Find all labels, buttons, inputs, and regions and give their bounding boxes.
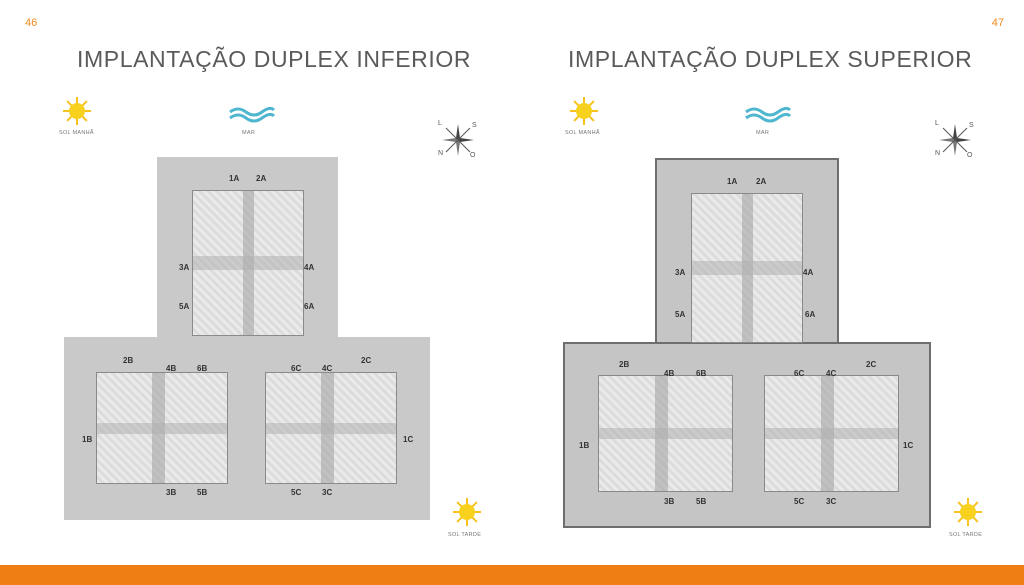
unit-label: 5C — [794, 497, 805, 506]
right-page: 47 IMPLANTAÇÃO DUPLEX SUPERIOR SOL MANHÃ… — [512, 0, 1024, 565]
unit-label: 2B — [123, 356, 134, 365]
compass-l: L — [935, 120, 939, 127]
unit-label: 1A — [727, 177, 738, 186]
unit-label: 4B — [166, 364, 177, 373]
unit-label: 6A — [805, 310, 816, 319]
unit-label: 6B — [197, 364, 208, 373]
unit-label: 4A — [304, 263, 315, 272]
unit-label: 3C — [322, 488, 333, 497]
sun-afternoon-label: SOL TARDE — [448, 532, 482, 538]
compass-s: S — [969, 122, 974, 129]
sun-icon — [62, 96, 92, 126]
sun-icon — [953, 497, 983, 527]
compass-o: O — [967, 152, 973, 159]
unit-label: 2B — [619, 360, 630, 369]
sea-label: MAR — [242, 130, 256, 136]
unit-label: 5C — [291, 488, 302, 497]
unit-label: 2A — [756, 177, 767, 186]
unit-label: 1A — [229, 174, 240, 183]
unit-label: 1C — [403, 435, 414, 444]
compass-n: N — [438, 150, 444, 157]
left-page: 46 IMPLANTAÇÃO DUPLEX INFERIOR SOL MANHÃ… — [0, 0, 512, 565]
page-title: IMPLANTAÇÃO DUPLEX INFERIOR — [77, 46, 472, 72]
unit-label: 4C — [826, 369, 837, 378]
unit-label: 6B — [696, 369, 707, 378]
sun-icon — [569, 96, 599, 126]
compass-rose-icon: L S N O — [933, 118, 977, 162]
footer-accent-bar — [0, 565, 1024, 585]
unit-label: 1C — [903, 441, 914, 450]
compass-l: L — [438, 120, 442, 127]
unit-label: 4B — [664, 369, 675, 378]
page-number: 46 — [25, 17, 38, 29]
unit-label: 5B — [696, 497, 707, 506]
unit-label: 3C — [826, 497, 837, 506]
unit-label: 2C — [866, 360, 877, 369]
floor-plan-tower-c — [265, 372, 397, 484]
unit-label: 2A — [256, 174, 267, 183]
floor-plan-tower-b — [96, 372, 228, 484]
sea-waves-icon — [745, 106, 792, 123]
floor-plan-tower-c — [764, 375, 899, 492]
unit-label: 2C — [361, 356, 372, 365]
unit-label: 1B — [82, 435, 93, 444]
compass-n: N — [935, 150, 941, 157]
unit-label: 6C — [794, 369, 805, 378]
unit-label: 3B — [664, 497, 675, 506]
unit-label: 3A — [675, 268, 686, 277]
floor-plan-tower-b — [598, 375, 733, 492]
sun-afternoon-label: SOL TARDE — [949, 532, 983, 538]
unit-label: 3B — [166, 488, 177, 497]
unit-label: 4C — [322, 364, 333, 373]
unit-label: 5A — [179, 302, 190, 311]
sea-waves-icon — [229, 106, 276, 123]
unit-label: 4A — [803, 268, 814, 277]
unit-label: 5B — [197, 488, 208, 497]
sea-label: MAR — [756, 130, 770, 136]
compass-s: S — [472, 122, 477, 129]
page-number: 47 — [991, 17, 1004, 29]
floor-plan-tower-a — [691, 193, 803, 343]
page-title: IMPLANTAÇÃO DUPLEX SUPERIOR — [568, 46, 973, 72]
unit-label: 5A — [675, 310, 686, 319]
compass-rose-icon: L S N O — [436, 118, 480, 162]
sun-morning-label: SOL MANHÃ — [59, 130, 94, 136]
unit-label: 6C — [291, 364, 302, 373]
compass-o: O — [470, 152, 476, 159]
sun-morning-label: SOL MANHÃ — [565, 130, 600, 136]
unit-label: 6A — [304, 302, 315, 311]
unit-label: 1B — [579, 441, 590, 450]
sun-icon — [452, 497, 482, 527]
unit-label: 3A — [179, 263, 190, 272]
floor-plan-tower-a — [192, 190, 304, 336]
